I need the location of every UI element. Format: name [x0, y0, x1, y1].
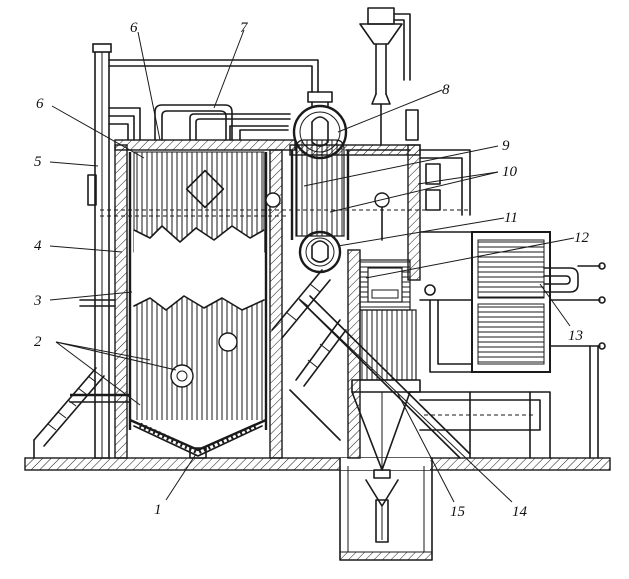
callouts: 1 2 3 4 5 6 6 7 8 9 10 11 12 13 14 15: [33, 20, 590, 520]
furnace-setting: [114, 139, 296, 459]
feed-hopper: [359, 7, 419, 146]
label-4: 4: [34, 238, 42, 254]
label-12: 12: [574, 230, 590, 246]
supports: [271, 269, 471, 459]
leader-lines: [49, 29, 575, 503]
side-pipes: [79, 174, 116, 307]
economizer: [419, 231, 606, 459]
air-pipe: [424, 284, 473, 373]
label-6-top: 6: [130, 20, 138, 36]
top-pipes: [108, 104, 291, 141]
label-14: 14: [512, 504, 528, 520]
label-2: 2: [34, 334, 42, 350]
label-7: 7: [240, 20, 249, 36]
riser-column: [92, 43, 319, 459]
label-5: 5: [34, 154, 42, 170]
lower-header: [69, 393, 131, 403]
furnace-screen: [100, 151, 470, 420]
label-1: 1: [154, 502, 162, 518]
left-stair: [33, 367, 105, 459]
ash-pit: [365, 479, 399, 543]
label-3: 3: [33, 293, 42, 309]
second-pass: [289, 144, 471, 281]
label-13: 13: [568, 328, 583, 344]
flue-duct: [409, 391, 551, 459]
cyclone: [347, 249, 421, 479]
label-11: 11: [504, 210, 518, 226]
furnace-hopper: [129, 418, 267, 459]
label-10: 10: [502, 164, 518, 180]
label-6-left: 6: [36, 96, 44, 112]
label-8: 8: [442, 82, 450, 98]
label-15: 15: [450, 504, 466, 520]
label-9: 9: [502, 138, 510, 154]
